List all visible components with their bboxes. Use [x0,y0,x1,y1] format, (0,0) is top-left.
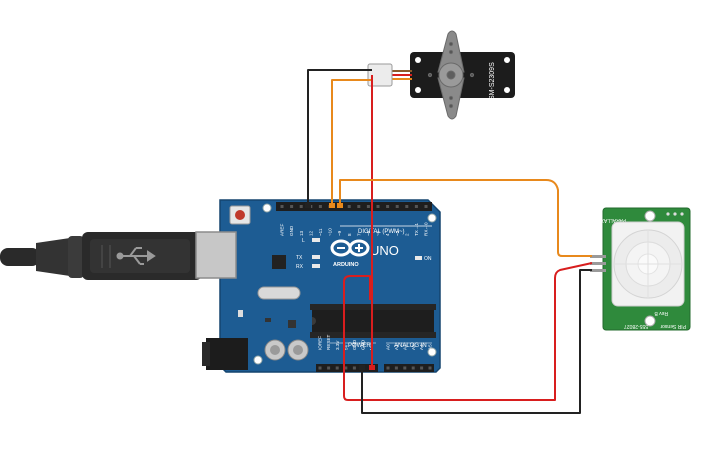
led-l-label: L [302,238,305,244]
led-tx-label: TX [296,255,303,261]
power-label: POWER [348,343,371,349]
power-pin-hole[interactable] [344,366,348,370]
digital-pin-hole[interactable] [386,205,390,208]
wires [307,69,593,414]
on-led-label: ON [424,256,432,262]
analog-pin-hole[interactable] [428,366,432,370]
analog-label: ANALOG IN [394,343,427,349]
arduino-uno-board: L TX RX ON ARDUINO UNO DIGITAL (PWM~) AR… [195,199,441,373]
digital-pin-hole[interactable] [395,205,399,208]
power-pin-label: GND [361,339,366,350]
analog-pin-label: A2 [402,344,407,350]
digital-pin-label: 4 [385,233,390,236]
digital-pin-label: ~5 [376,230,381,236]
digital-header-label: DIGITAL (PWM~) [358,229,405,235]
wire-pir-5v [343,262,593,401]
analog-pin-label: A1 [394,344,399,350]
digital-pin-hole[interactable] [280,205,284,208]
analog-pin-hole[interactable] [420,366,424,370]
digital-pin-hole[interactable] [405,205,409,208]
pir-rev: Rev B [654,310,668,316]
digital-pin-hole[interactable] [424,205,428,208]
digital-pin-label: TX→1 [414,223,419,236]
power-pin-hole[interactable] [318,366,322,370]
digital-pin-hole[interactable] [366,205,370,208]
digital-pin-label: 8 [347,233,352,236]
digital-pin-label: ~11 [318,228,323,236]
usb-socket [195,231,237,279]
power-pin-label: 5V [343,343,348,350]
power-pin-hole[interactable] [335,366,339,370]
digital-pin-label: 7 [356,233,361,236]
analog-pin-label: A4 [419,344,424,350]
pir-sensor-label: PIR Sensor [660,323,686,329]
analog-pin-hole[interactable] [403,366,407,370]
usb-cable [0,232,225,280]
pir-fresnel-lens [613,229,683,299]
digital-pin-label: 13 [299,230,304,236]
analog-pin-hole[interactable] [394,366,398,370]
analog-pin-hole[interactable] [386,366,390,370]
usb-icon [116,247,156,265]
digital-pin-label: ~10 [328,228,333,236]
servo-connector [367,63,393,87]
digital-pin-label: RX←0 [424,222,429,236]
wire-pir-gnd [361,269,592,414]
board-model: UNO [370,243,399,258]
analog-pin-label: A3 [411,344,416,350]
digital-pin-hole[interactable] [376,205,380,208]
digital-pin-label: ~3 [395,230,400,236]
digital-pin-hole[interactable] [290,205,294,208]
digital-header [276,202,432,211]
power-pin-label: RESET [326,334,331,350]
power-pin-label: IOREF [318,336,323,350]
pir-brand: PARALLAX [600,217,626,223]
wire-servo-gnd [307,69,372,205]
servo-motor: SM-S2309S [367,30,515,120]
wire-servo-signal [331,79,372,205]
power-pin-hole[interactable] [327,366,331,370]
servo-horn [427,30,475,120]
power-pin-label: GND [352,339,357,350]
digital-pin-hole[interactable] [299,205,303,208]
wire-pir-signal [339,179,592,257]
analog-pin-hole[interactable] [411,366,415,370]
digital-pin-hole[interactable] [347,205,351,208]
dc-power-jack [206,338,248,370]
digital-pin-label: GND [289,225,294,236]
pir-sensor: PARALLAX 555-28027 Rev B PIR Sensor [590,207,691,331]
power-pin-hole[interactable] [352,366,356,370]
crystal-oscillator [257,286,301,300]
digital-pin-label: ~6 [366,230,371,236]
digital-pin-hole[interactable] [414,205,418,208]
digital-pin-label: ~9 [337,230,342,236]
analog-pin-label: A5 [428,344,433,350]
analog-pin-label: A0 [386,344,391,350]
power-pin-label: 3.3V [335,340,340,350]
arduino-logo: ARDUINO [330,239,370,268]
pir-part: 555-28027 [624,323,648,329]
digital-pin-label: 2 [404,233,409,236]
arduino-brand-text: ARDUINO [333,262,359,268]
digital-pin-hole[interactable] [357,205,361,208]
digital-pin-hole[interactable] [318,205,322,208]
led-rx-label: RX [296,264,304,270]
digital-pin-label: 12 [308,230,313,236]
servo-part-label: SM-S2309S [489,62,496,100]
analog-header [384,364,434,372]
digital-pin-label: AREF [280,224,285,236]
